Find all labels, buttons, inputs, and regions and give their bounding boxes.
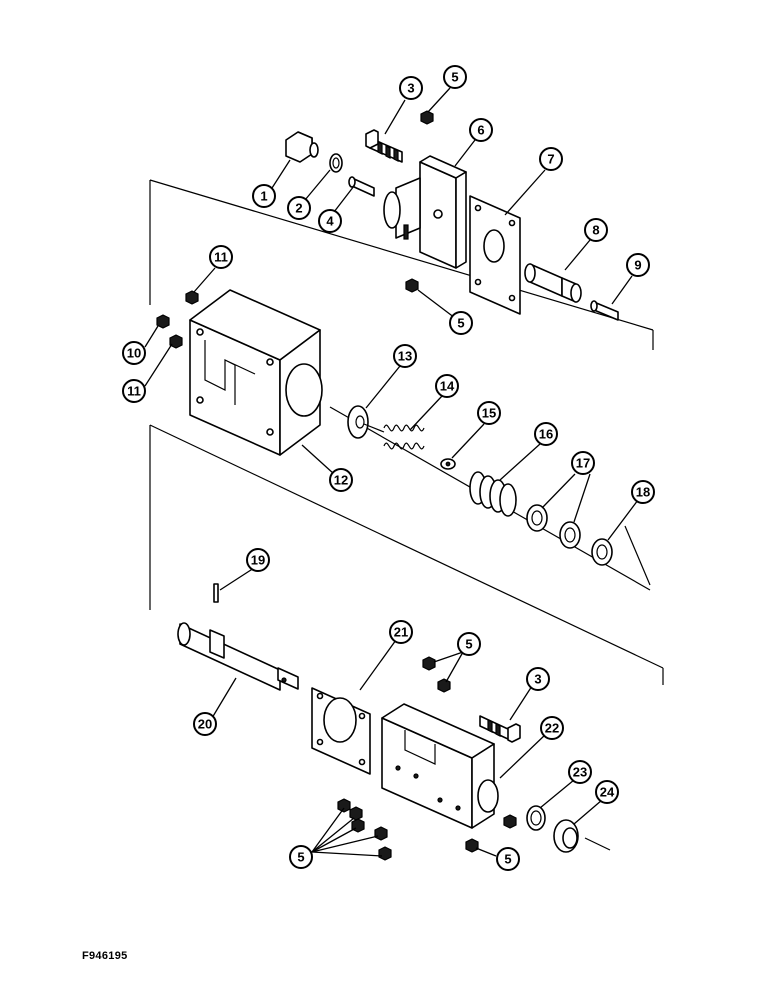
retainer-15 (440, 458, 456, 470)
plug-11-top (185, 290, 199, 305)
callout-8: 8 (584, 218, 608, 242)
washer-13 (347, 405, 385, 439)
callout-17: 17 (571, 451, 595, 475)
callout-5-bottom-left: 5 (289, 845, 313, 869)
callout-14: 14 (435, 374, 459, 398)
svg-text:5: 5 (451, 70, 458, 85)
svg-text:19: 19 (251, 553, 265, 568)
nut-5-top (420, 110, 434, 125)
shim-18 (591, 538, 613, 566)
callout-5-lower-top: 5 (457, 632, 481, 656)
spring-16 (469, 471, 517, 517)
svg-text:22: 22 (545, 721, 559, 736)
piston-20 (177, 622, 299, 691)
callout-15: 15 (477, 401, 501, 425)
callout-5-bottom-right: 5 (496, 847, 520, 871)
svg-text:13: 13 (398, 349, 412, 364)
nut-5-mid (405, 278, 419, 293)
callout-6: 6 (469, 118, 493, 142)
callouts: 1 2 3 4 5 6 7 8 9 10 11 12 13 14 15 16 1… (122, 65, 655, 871)
seal-24 (553, 819, 579, 853)
callout-20: 20 (193, 712, 217, 736)
svg-text:17: 17 (576, 456, 590, 471)
callout-23: 23 (568, 760, 592, 784)
callout-11-lower: 11 (122, 379, 146, 403)
callout-1: 1 (252, 184, 276, 208)
callout-5-upper-mid: 5 (449, 311, 473, 335)
pin-4 (348, 176, 375, 197)
svg-text:16: 16 (539, 427, 553, 442)
callout-11-top: 11 (209, 245, 233, 269)
svg-text:2: 2 (295, 201, 302, 216)
nuts-5-lower (337, 656, 517, 861)
svg-text:21: 21 (394, 625, 408, 640)
svg-text:5: 5 (504, 852, 511, 867)
callout-22: 22 (540, 716, 564, 740)
svg-text:18: 18 (636, 485, 650, 500)
svg-text:8: 8 (592, 223, 599, 238)
svg-text:15: 15 (482, 406, 496, 421)
callout-4: 4 (318, 209, 342, 233)
callout-2: 2 (287, 196, 311, 220)
svg-text:3: 3 (407, 81, 414, 96)
plug-1 (285, 131, 319, 163)
bolt-3-lower (479, 715, 521, 743)
o-ring-2 (329, 153, 343, 173)
valve-body-22 (381, 703, 499, 829)
callout-24: 24 (595, 780, 619, 804)
figure-reference: F946195 (82, 950, 128, 962)
spool-8 (524, 263, 582, 303)
svg-text:6: 6 (477, 123, 484, 138)
plug-11-lower (169, 334, 183, 349)
svg-text:11: 11 (214, 250, 228, 265)
callout-5-top: 5 (443, 65, 467, 89)
spring-14 (383, 424, 425, 450)
bolt-3-top (365, 129, 403, 163)
svg-text:20: 20 (198, 717, 212, 732)
valve-body-6 (383, 155, 467, 269)
callout-12: 12 (329, 468, 353, 492)
svg-text:10: 10 (127, 346, 141, 361)
shim-17-b (559, 521, 581, 549)
svg-text:9: 9 (634, 258, 641, 273)
svg-text:1: 1 (260, 189, 267, 204)
svg-text:5: 5 (297, 850, 304, 865)
svg-text:12: 12 (334, 473, 348, 488)
callout-16: 16 (534, 422, 558, 446)
gasket-21 (311, 687, 371, 775)
svg-text:11: 11 (127, 384, 141, 399)
callout-13: 13 (393, 344, 417, 368)
svg-text:24: 24 (600, 785, 615, 800)
svg-text:5: 5 (465, 637, 472, 652)
gasket-7 (469, 195, 521, 315)
pin-19 (213, 583, 219, 603)
svg-text:23: 23 (573, 765, 587, 780)
leader-lines (144, 87, 639, 857)
svg-text:4: 4 (326, 214, 334, 229)
callout-19: 19 (246, 548, 270, 572)
svg-text:5: 5 (457, 316, 464, 331)
callout-3: 3 (399, 76, 423, 100)
housing-12 (189, 289, 323, 456)
callout-9: 9 (626, 253, 650, 277)
plug-10 (156, 314, 170, 329)
callout-7: 7 (539, 147, 563, 171)
svg-text:3: 3 (534, 672, 541, 687)
svg-text:7: 7 (547, 152, 554, 167)
callout-3-lower: 3 (526, 667, 550, 691)
callout-10: 10 (122, 341, 146, 365)
shim-17-a (526, 504, 548, 532)
svg-text:14: 14 (440, 379, 455, 394)
o-ring-23 (526, 805, 546, 831)
callout-21: 21 (389, 620, 413, 644)
callout-18: 18 (631, 480, 655, 504)
pin-9 (590, 300, 619, 321)
